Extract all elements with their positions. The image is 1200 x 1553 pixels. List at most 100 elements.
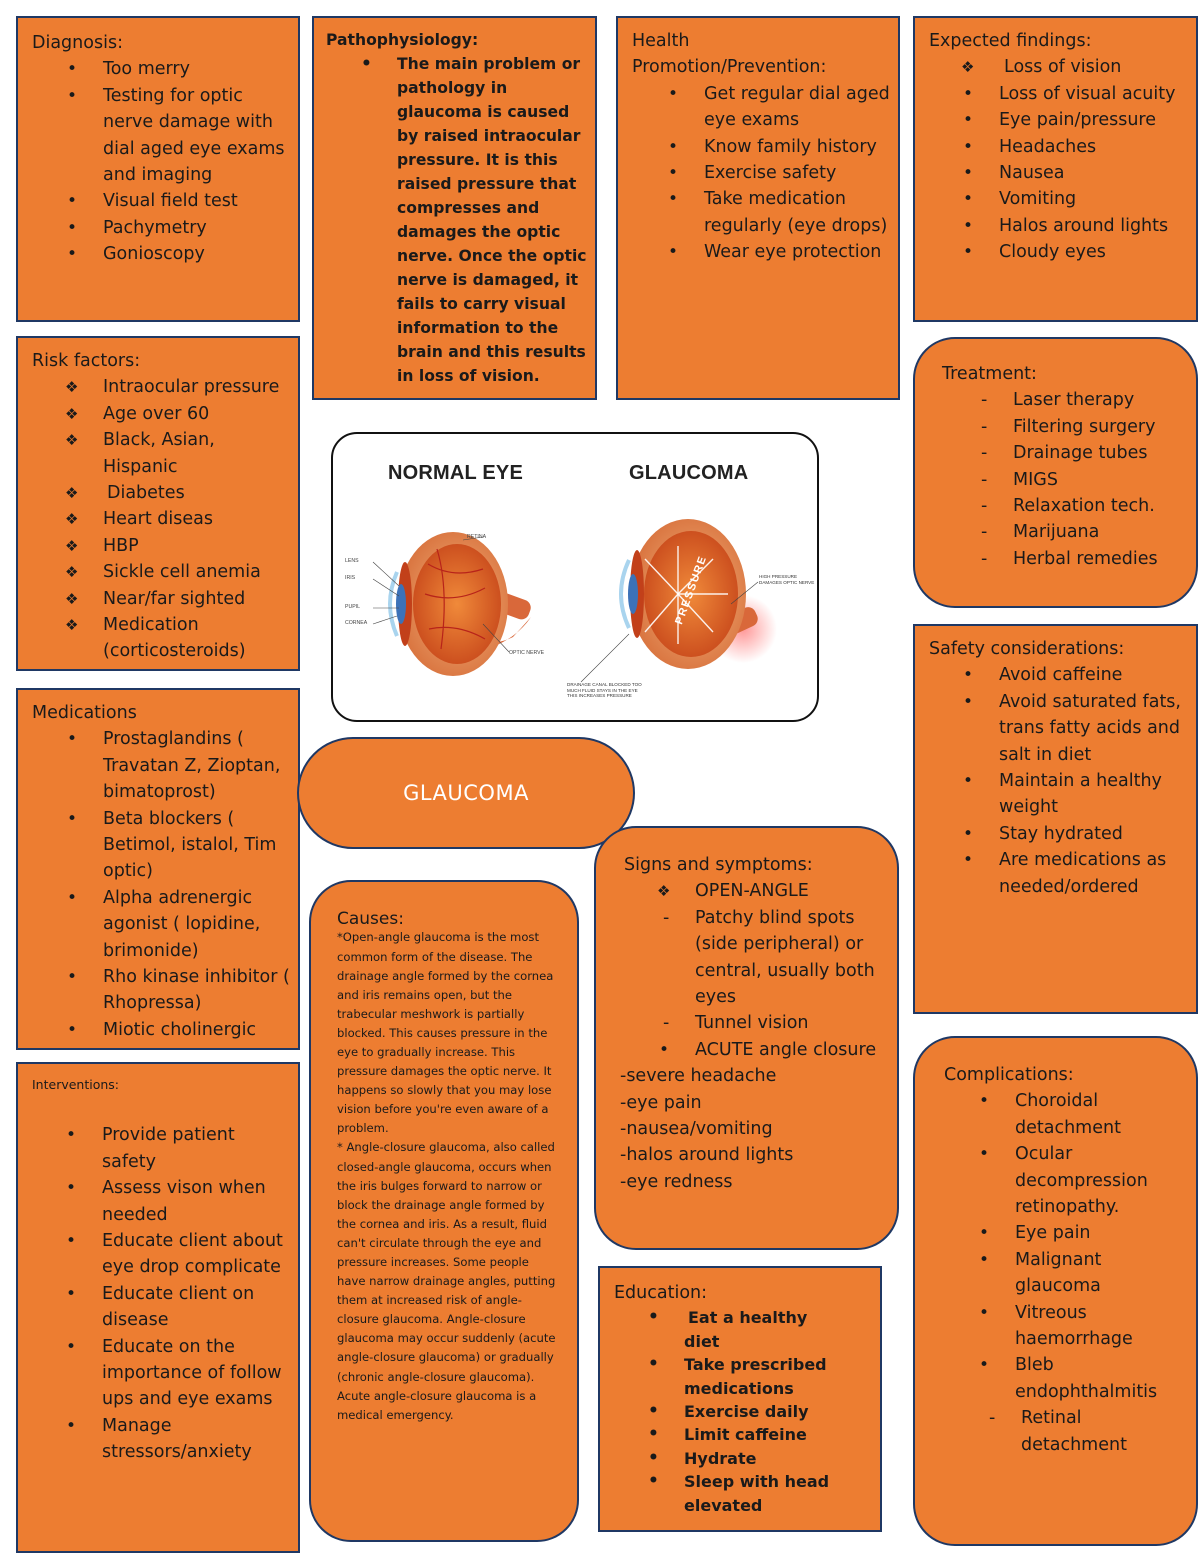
list-item: •Rho kinase inhibitor ( Rhopressa) bbox=[67, 967, 290, 1014]
list-item: -Relaxation tech. bbox=[981, 496, 1155, 517]
label-iris: IRIS bbox=[345, 575, 356, 581]
list-item: •Eye pain bbox=[979, 1223, 1091, 1244]
list-item: •Malignant glaucoma bbox=[979, 1249, 1102, 1297]
normal-eye-drawing bbox=[372, 532, 531, 676]
pathophysiology-box: Pathophysiology: •The main problem or pa… bbox=[312, 16, 597, 400]
pathophysiology-heading: Pathophysiology: bbox=[326, 31, 479, 49]
list-item: •Take prescribed medications bbox=[648, 1354, 827, 1398]
pathophysiology-text: •The main problem or pathology in glauco… bbox=[361, 54, 587, 385]
list-item: •Too merry bbox=[67, 59, 190, 80]
eye-illustration bbox=[372, 519, 777, 683]
label-drainage: DRAINAGE CANAL BLOCKED TOO MUCH FLUID ST… bbox=[567, 682, 642, 698]
treatment-heading: Treatment: bbox=[942, 364, 1037, 384]
symptom-line: -eye redness bbox=[620, 1171, 733, 1192]
list-item: ❖Sickle cell anemia bbox=[65, 562, 261, 583]
symptom-line: -halos around lights bbox=[620, 1145, 794, 1166]
glaucoma-title: GLAUCOMA bbox=[629, 462, 749, 484]
list-item: ❖Age over 60 bbox=[65, 403, 210, 424]
list-item: ❖Intraocular pressure bbox=[65, 377, 280, 398]
list-item: •Take medication regularly (eye drops) bbox=[668, 189, 888, 236]
list-item: -Drainage tubes bbox=[981, 443, 1148, 464]
label-optic-nerve: OPTIC NERVE bbox=[509, 650, 545, 656]
list-item: •Avoid saturated fats, trans fatty acids… bbox=[963, 691, 1181, 765]
list-item: •Gonioscopy bbox=[67, 244, 205, 265]
education-box: Education: •Eat a healthy diet •Take pre… bbox=[598, 1266, 882, 1532]
list-item: •Eat a healthy diet bbox=[648, 1307, 808, 1351]
complications-box: Complications: •Choroidal detachment •Oc… bbox=[913, 1036, 1198, 1546]
list-item: •Halos around lights bbox=[963, 215, 1169, 236]
list-item: •Educate client on disease bbox=[66, 1283, 255, 1331]
normal-eye-title: NORMAL EYE bbox=[388, 462, 523, 484]
label-retina: RETINA bbox=[467, 534, 487, 540]
medications-heading: Medications bbox=[32, 703, 137, 723]
diagnosis-heading: Diagnosis: bbox=[32, 33, 123, 53]
list-item: •Headaches bbox=[963, 136, 1097, 157]
education-heading: Education: bbox=[614, 1283, 708, 1303]
list-item: •Exercise daily bbox=[648, 1401, 809, 1422]
list-item: ❖Black, Asian, Hispanic bbox=[65, 430, 215, 477]
list-item: •Vitreous haemorrhage bbox=[979, 1302, 1133, 1350]
list-item: -Retinal detachment bbox=[989, 1408, 1127, 1455]
causes-heading: Causes: bbox=[337, 909, 404, 929]
list-item: •Eye pain/pressure bbox=[963, 110, 1157, 131]
list-item: •Know family history bbox=[668, 136, 877, 157]
risk-factors-heading: Risk factors: bbox=[32, 351, 141, 371]
list-item: •Nausea bbox=[963, 163, 1065, 184]
list-item: •Maintain a healthy weight bbox=[963, 771, 1162, 818]
list-item: •Loss of visual acuity bbox=[963, 83, 1176, 104]
list-item: ❖Heart diseas bbox=[65, 509, 213, 530]
label-pupil: PUPIL bbox=[345, 604, 360, 610]
eye-diagram-figure: NORMAL EYE GLAUCOMA bbox=[331, 432, 819, 722]
label-high-pressure: HIGH PRESSURE DAMAGES OPTIC NERVE bbox=[759, 574, 815, 585]
list-item: ❖Loss of vision bbox=[961, 57, 1122, 78]
interventions-box: Interventions: •Provide patient safety •… bbox=[16, 1062, 300, 1553]
list-item: •Alpha adrenergic agonist ( lopidine, br… bbox=[67, 887, 261, 961]
list-item: •Exercise safety bbox=[668, 163, 837, 184]
list-item: •Miotic cholinergic bbox=[67, 1019, 257, 1040]
symptom-line: -eye pain bbox=[620, 1092, 702, 1113]
symptom-line: -nausea/vomiting bbox=[620, 1119, 773, 1140]
list-item: •Testing for optic nerve damage with dia… bbox=[67, 85, 285, 186]
list-item: •Prostaglandins ( Travatan Z, Zioptan, b… bbox=[67, 729, 281, 803]
list-item: ❖Near/far sighted bbox=[65, 588, 246, 609]
list-item: •Limit caffeine bbox=[648, 1424, 807, 1445]
interventions-heading: Interventions: bbox=[32, 1077, 120, 1092]
list-item: •Ocular decompression retinopathy. bbox=[979, 1144, 1148, 1218]
glaucoma-eye-drawing bbox=[580, 519, 777, 683]
list-item: •Get regular dial aged eye exams bbox=[668, 83, 890, 131]
treatment-box: Treatment: -Laser therapy -Filtering sur… bbox=[913, 337, 1198, 608]
list-item: •Bleb endophthalmitis bbox=[979, 1355, 1158, 1402]
list-item: ❖Diabetes bbox=[65, 483, 185, 504]
label-lens: LENS bbox=[345, 558, 359, 564]
list-item: -Marijuana bbox=[981, 522, 1100, 543]
list-item: •ACUTE angle closure bbox=[659, 1039, 877, 1060]
diagnosis-box: Diagnosis: •Too merry •Testing for optic… bbox=[16, 16, 300, 322]
list-item: •Choroidal detachment bbox=[979, 1091, 1121, 1138]
health-promotion-heading: Health Promotion/Prevention: bbox=[632, 31, 827, 78]
diagnosis-list: •Too merry •Testing for optic nerve dama… bbox=[32, 56, 288, 267]
list-item: -Filtering surgery bbox=[981, 416, 1156, 437]
list-item: •Assess vison when needed bbox=[66, 1178, 266, 1225]
list-item: •Manage stressors/anxiety bbox=[66, 1415, 252, 1463]
list-item: ❖OPEN-ANGLE bbox=[657, 881, 809, 902]
safety-heading: Safety considerations: bbox=[929, 639, 1125, 659]
label-cornea: CORNEA bbox=[345, 620, 368, 626]
risk-factors-box: Risk factors: ❖Intraocular pressure ❖Age… bbox=[16, 336, 300, 671]
list-item: •Wear eye protection bbox=[668, 242, 882, 263]
expected-findings-heading: Expected findings: bbox=[929, 31, 1092, 51]
page-title: GLAUCOMA bbox=[403, 781, 529, 805]
list-item: -MIGS bbox=[981, 469, 1058, 490]
list-item: ❖Medication (corticosteroids) bbox=[65, 615, 246, 662]
symptom-line: -severe headache bbox=[620, 1066, 777, 1087]
health-promotion-box: Health Promotion/Prevention: •Get regula… bbox=[616, 16, 900, 400]
list-item: •Educate client about eye drop complicat… bbox=[66, 1231, 283, 1278]
signs-box: Signs and symptoms: ❖OPEN-ANGLE -Patchy … bbox=[594, 826, 899, 1250]
list-item: ❖HBP bbox=[65, 535, 139, 556]
list-item: •Cloudy eyes bbox=[963, 242, 1106, 263]
expected-findings-box: Expected findings: ❖Loss of vision •Loss… bbox=[913, 16, 1198, 322]
signs-heading: Signs and symptoms: bbox=[624, 855, 813, 875]
causes-text: *Open-angle glaucoma is the most common … bbox=[337, 930, 556, 1422]
medications-box: Medications •Prostaglandins ( Travatan Z… bbox=[16, 688, 300, 1050]
list-item: •Pachymetry bbox=[67, 217, 207, 238]
list-item: •Sleep with head elevated bbox=[648, 1471, 830, 1515]
